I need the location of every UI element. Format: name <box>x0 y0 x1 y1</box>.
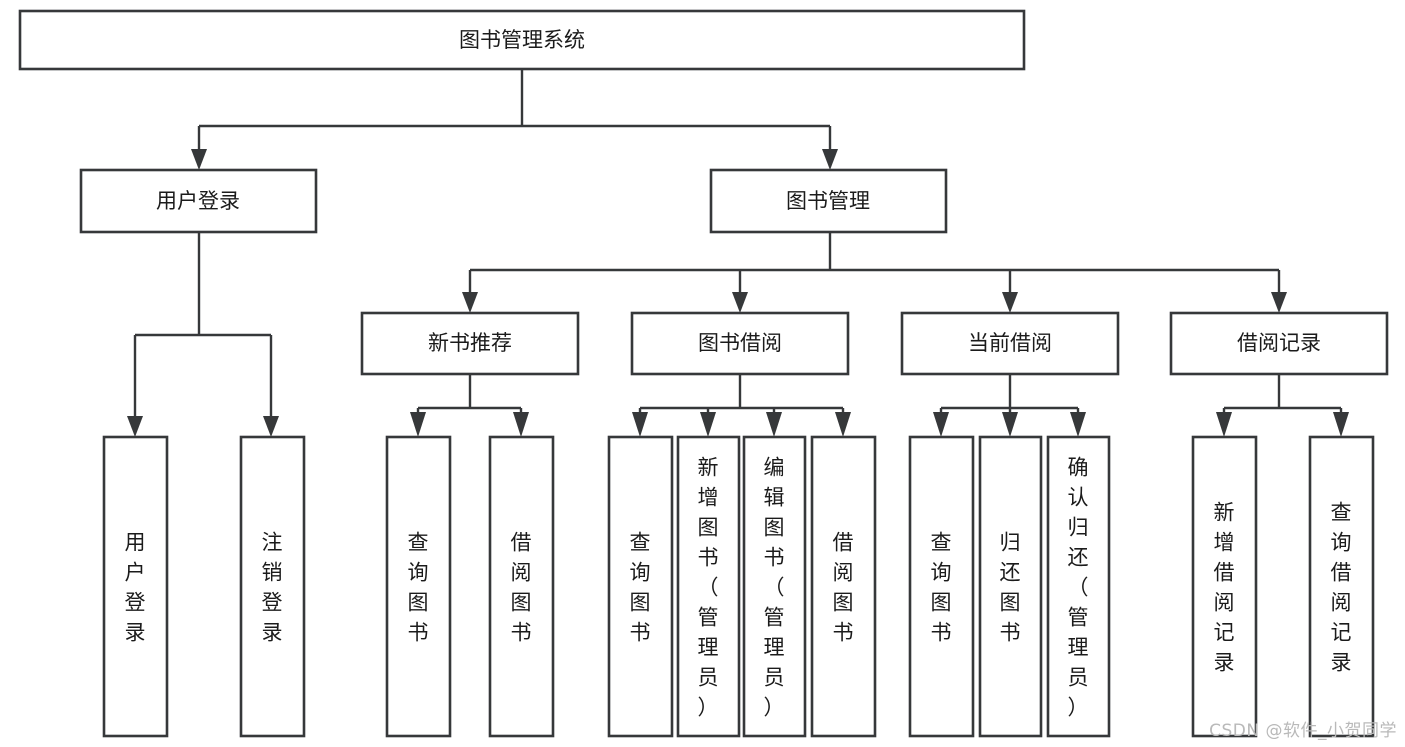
arrowhead-leaf-add-record <box>1216 412 1232 437</box>
node-leaf-return-book-label: 归还图书 <box>1000 530 1021 644</box>
node-leaf-user-logout-box[interactable] <box>239 435 306 738</box>
node-leaf-user-login-box[interactable] <box>102 435 169 738</box>
arrowhead-leaf-query-book-3 <box>933 412 949 437</box>
node-leaf-user-logout[interactable]: 注销登录 <box>239 435 306 738</box>
node-leaf-user-logout-label: 注销登录 <box>262 530 283 644</box>
node-leaf-user-login[interactable]: 用户登录 <box>102 435 169 738</box>
node-leaf-add-book-box[interactable] <box>676 435 741 738</box>
node-leaf-borrow-book-1-label: 借阅图书 <box>511 530 532 644</box>
connector-group-book-borrow-to-leaves <box>632 374 851 437</box>
arrowhead-leaf-borrow-book-1 <box>513 412 529 437</box>
node-user-login-label: 用户登录 <box>156 189 240 213</box>
node-borrow-record-label: 借阅记录 <box>1237 331 1321 355</box>
arrowhead-leaf-confirm-return <box>1070 412 1086 437</box>
node-leaf-query-book-2-box[interactable] <box>607 435 674 738</box>
node-book-borrow-label: 图书借阅 <box>698 331 782 355</box>
node-leaf-borrow-book-1-box[interactable] <box>488 435 555 738</box>
node-leaf-confirm-return[interactable]: 确认归还（管理员） <box>1046 435 1111 738</box>
node-user-login[interactable]: 用户登录 <box>79 168 318 234</box>
node-leaf-add-record-box[interactable] <box>1191 435 1258 738</box>
node-leaf-query-record-box[interactable] <box>1308 435 1375 738</box>
node-book-borrow[interactable]: 图书借阅 <box>630 311 850 376</box>
node-leaf-query-record[interactable]: 查询借阅记录 <box>1308 435 1375 738</box>
arrowhead-leaf-user-logout <box>263 416 279 437</box>
node-leaf-add-book-label: 新增图书（管理员） <box>698 455 719 719</box>
arrowhead-leaf-borrow-book-2 <box>835 412 851 437</box>
arrowhead-leaf-add-book <box>700 412 716 437</box>
arrowhead-leaf-user-login <box>127 416 143 437</box>
arrowhead-new-book-recommend <box>462 292 478 313</box>
node-book-manage[interactable]: 图书管理 <box>709 168 948 234</box>
node-current-borrow-label: 当前借阅 <box>968 331 1052 355</box>
arrowhead-borrow-record <box>1271 292 1287 313</box>
node-book-manage-label: 图书管理 <box>786 189 870 213</box>
node-leaf-query-book-3-box[interactable] <box>908 435 975 738</box>
arrowhead-leaf-edit-book <box>766 412 782 437</box>
node-leaf-query-book-3-label: 查询图书 <box>931 530 952 644</box>
node-current-borrow[interactable]: 当前借阅 <box>900 311 1120 376</box>
node-leaf-add-book[interactable]: 新增图书（管理员） <box>676 435 741 738</box>
node-new-book-recommend-box[interactable] <box>360 311 580 376</box>
node-root-box[interactable] <box>18 9 1026 71</box>
node-book-borrow-box[interactable] <box>630 311 850 376</box>
arrowhead-leaf-return-book <box>1002 412 1018 437</box>
node-leaf-borrow-book-2-box[interactable] <box>810 435 877 738</box>
node-leaf-query-book-1-box[interactable] <box>385 435 452 738</box>
node-root-label: 图书管理系统 <box>459 28 585 52</box>
arrowhead-leaf-query-book-1 <box>410 412 426 437</box>
arrowhead-book-manage <box>822 149 838 170</box>
node-leaf-borrow-book-1[interactable]: 借阅图书 <box>488 435 555 738</box>
node-leaf-edit-book-box[interactable] <box>742 435 807 738</box>
arrowhead-user-login <box>191 149 207 170</box>
node-leaf-confirm-return-label: 确认归还（管理员） <box>1068 455 1089 719</box>
node-current-borrow-box[interactable] <box>900 311 1120 376</box>
arrowhead-leaf-query-record <box>1333 412 1349 437</box>
node-book-manage-box[interactable] <box>709 168 948 234</box>
node-leaf-query-book-3[interactable]: 查询图书 <box>908 435 975 738</box>
node-leaf-query-book-1[interactable]: 查询图书 <box>385 435 452 738</box>
connector-group-current-borrow-to-leaves <box>933 374 1086 437</box>
node-leaf-return-book-box[interactable] <box>978 435 1043 738</box>
node-new-book-recommend[interactable]: 新书推荐 <box>360 311 580 376</box>
node-leaf-edit-book-label: 编辑图书（管理员） <box>764 455 785 719</box>
node-leaf-borrow-book-2-label: 借阅图书 <box>833 530 854 644</box>
node-leaf-query-record-label: 查询借阅记录 <box>1331 500 1352 674</box>
node-leaf-query-book-1-label: 查询图书 <box>408 530 429 644</box>
csdn-watermark: CSDN @软件_小贺同学 <box>1209 721 1397 741</box>
node-leaf-return-book[interactable]: 归还图书 <box>978 435 1043 738</box>
connector-group-book-manage-to-level3 <box>462 232 1287 313</box>
node-borrow-record-box[interactable] <box>1169 311 1389 376</box>
arrowhead-current-borrow <box>1002 292 1018 313</box>
connector-group-borrow-record-to-leaves <box>1216 374 1349 437</box>
node-leaf-borrow-book-2[interactable]: 借阅图书 <box>810 435 877 738</box>
node-leaf-user-login-label: 用户登录 <box>125 530 146 644</box>
node-leaf-add-record-label: 新增借阅记录 <box>1214 500 1235 674</box>
node-leaf-query-book-2-label: 查询图书 <box>630 530 651 644</box>
node-leaf-query-book-2[interactable]: 查询图书 <box>607 435 674 738</box>
node-leaf-add-record[interactable]: 新增借阅记录 <box>1191 435 1258 738</box>
node-borrow-record[interactable]: 借阅记录 <box>1169 311 1389 376</box>
connector-group-new-book-recommend-to-leaves <box>410 374 529 437</box>
connector-group-user-login-to-leaves <box>127 232 279 437</box>
node-leaf-edit-book[interactable]: 编辑图书（管理员） <box>742 435 807 738</box>
connector-group-root-to-level2 <box>191 69 838 170</box>
arrowhead-book-borrow <box>732 292 748 313</box>
node-root[interactable]: 图书管理系统 <box>18 9 1026 71</box>
node-leaf-confirm-return-box[interactable] <box>1046 435 1111 738</box>
arrowhead-leaf-query-book-2 <box>632 412 648 437</box>
node-new-book-recommend-label: 新书推荐 <box>428 331 512 355</box>
node-user-login-box[interactable] <box>79 168 318 234</box>
